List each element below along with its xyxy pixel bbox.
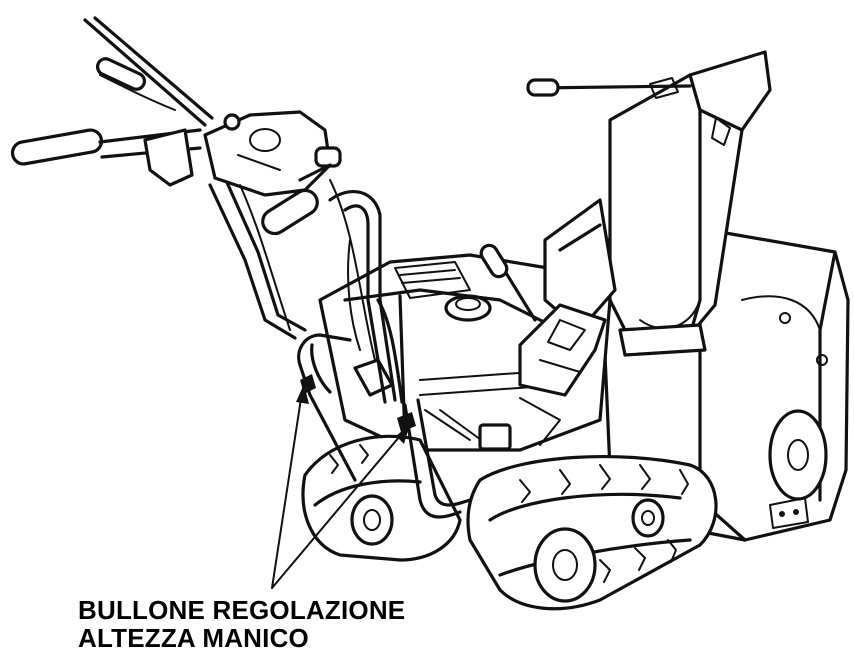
engine-cover — [543, 198, 617, 332]
shift-lever — [479, 243, 607, 397]
chute-control-rod — [526, 77, 692, 99]
handlebars — [10, 16, 404, 404]
callout-label-line-1: BULLONE REGOLAZIONE — [78, 595, 406, 625]
discharge-chute — [608, 50, 772, 357]
track-right — [466, 455, 718, 611]
height-bolt-right — [397, 412, 416, 432]
callout-label: BULLONE REGOLAZIONE ALTEZZA MANICO — [78, 596, 405, 652]
track-left — [301, 434, 462, 562]
leader-line-right — [271, 429, 406, 589]
leader-line-left — [271, 391, 303, 589]
callout-leaders — [271, 384, 410, 589]
arrowhead-left — [296, 384, 309, 404]
callout-label-line-2: ALTEZZA MANICO — [78, 623, 309, 653]
arrowhead-right — [396, 424, 410, 444]
